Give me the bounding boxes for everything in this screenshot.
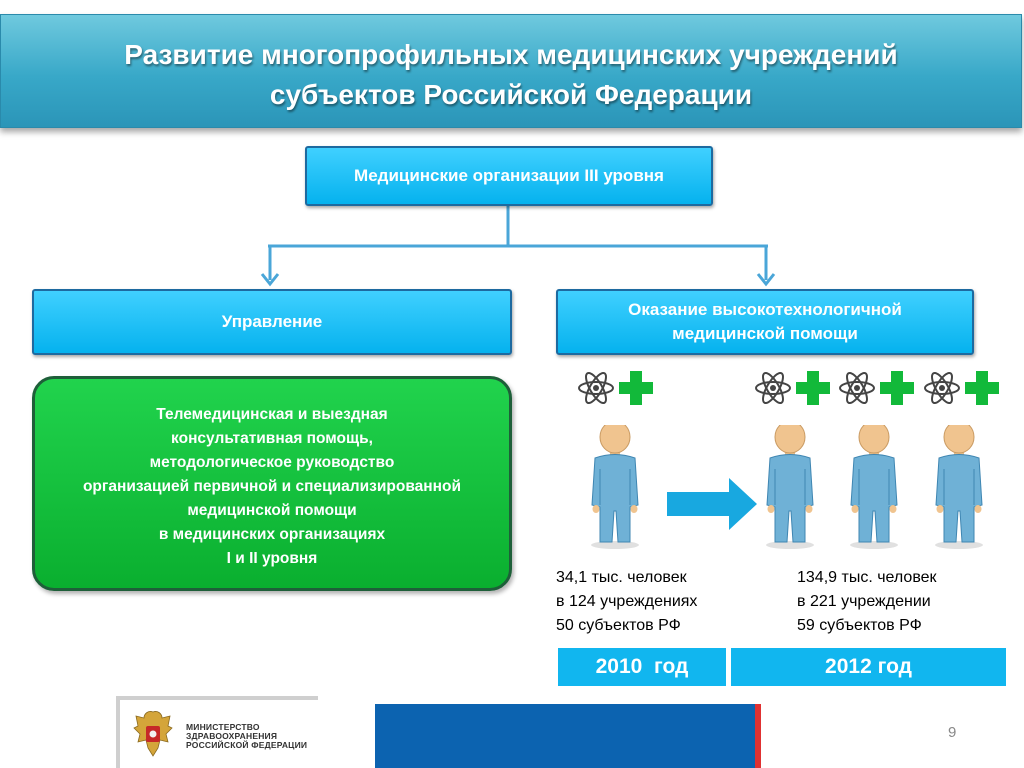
medical-cross-icon <box>880 371 914 405</box>
atom-icon <box>839 369 875 407</box>
stat-line: в 124 учреждениях <box>556 593 698 610</box>
person-icon <box>590 425 640 550</box>
high-tech-care-line-2: медицинской помощи <box>672 324 858 343</box>
right-arrow-icon <box>667 478 757 530</box>
logo-line-1: МИНИСТЕРСТВО <box>186 722 260 732</box>
year-2010-label: 2010 год <box>558 648 726 686</box>
page-number: 9 <box>948 724 957 741</box>
telemedicine-line: Телемедицинская и выездная <box>156 406 388 423</box>
medical-cross-icon <box>796 371 830 405</box>
atom-icon <box>924 369 960 407</box>
stats-2010: 34,1 тыс. человек в 124 учреждениях 50 с… <box>556 566 697 638</box>
logo-line-3: РОССИЙСКОЙ ФЕДЕРАЦИИ <box>186 740 308 750</box>
footer-blue-bar <box>375 704 755 768</box>
stats-2012: 134,9 тыс. человек в 221 учреждении 59 с… <box>797 566 937 638</box>
ministry-logo-frame <box>116 696 318 768</box>
medical-cross-icon <box>965 371 999 405</box>
telemedicine-line: медицинской помощи <box>187 502 357 519</box>
high-tech-care-box: Оказание высокотехнологичной медицинской… <box>556 289 974 355</box>
stat-line: 134,9 тыс. человек <box>797 569 937 586</box>
atom-icon <box>755 369 791 407</box>
top-box: Медицинские организации III уровня <box>305 146 713 206</box>
title-banner: Развитие многопрофильных медицинских учр… <box>0 14 1022 128</box>
telemedicine-line: организацией первичной и специализирован… <box>82 478 462 495</box>
person-icon <box>765 425 815 550</box>
telemedicine-box: Телемедицинская и выездная консультативн… <box>32 376 512 591</box>
year-text: 2010 год <box>595 655 689 678</box>
telemedicine-line: I и II уровня <box>226 550 318 567</box>
coat-of-arms-icon <box>133 711 173 757</box>
telemedicine-line: методологическое руководство <box>149 454 395 471</box>
stat-line: в 221 учреждении <box>797 593 931 610</box>
medical-cross-icon <box>619 371 653 405</box>
connector-lines <box>260 206 776 287</box>
high-tech-care-line-1: Оказание высокотехнологичной <box>628 300 902 319</box>
stat-line: 59 субъектов РФ <box>797 617 922 634</box>
atom-icon <box>578 369 614 407</box>
telemedicine-line: консультативная помощь, <box>171 430 373 447</box>
footer-red-stripe <box>755 704 761 768</box>
management-box: Управление <box>32 289 512 355</box>
stat-line: 50 субъектов РФ <box>556 617 681 634</box>
year-2012-label: 2012 год <box>731 648 1006 686</box>
title-line-1: Развитие многопрофильных медицинских учр… <box>124 39 898 70</box>
title-line-2: субъектов Российской Федерации <box>269 79 753 110</box>
person-icon <box>849 425 899 550</box>
telemedicine-line: в медицинских организациях <box>158 526 386 543</box>
person-icon <box>934 425 984 550</box>
year-text: 2012 год <box>825 655 912 678</box>
stat-line: 34,1 тыс. человек <box>556 569 687 586</box>
logo-line-2: ЗДРАВООХРАНЕНИЯ <box>186 731 278 741</box>
